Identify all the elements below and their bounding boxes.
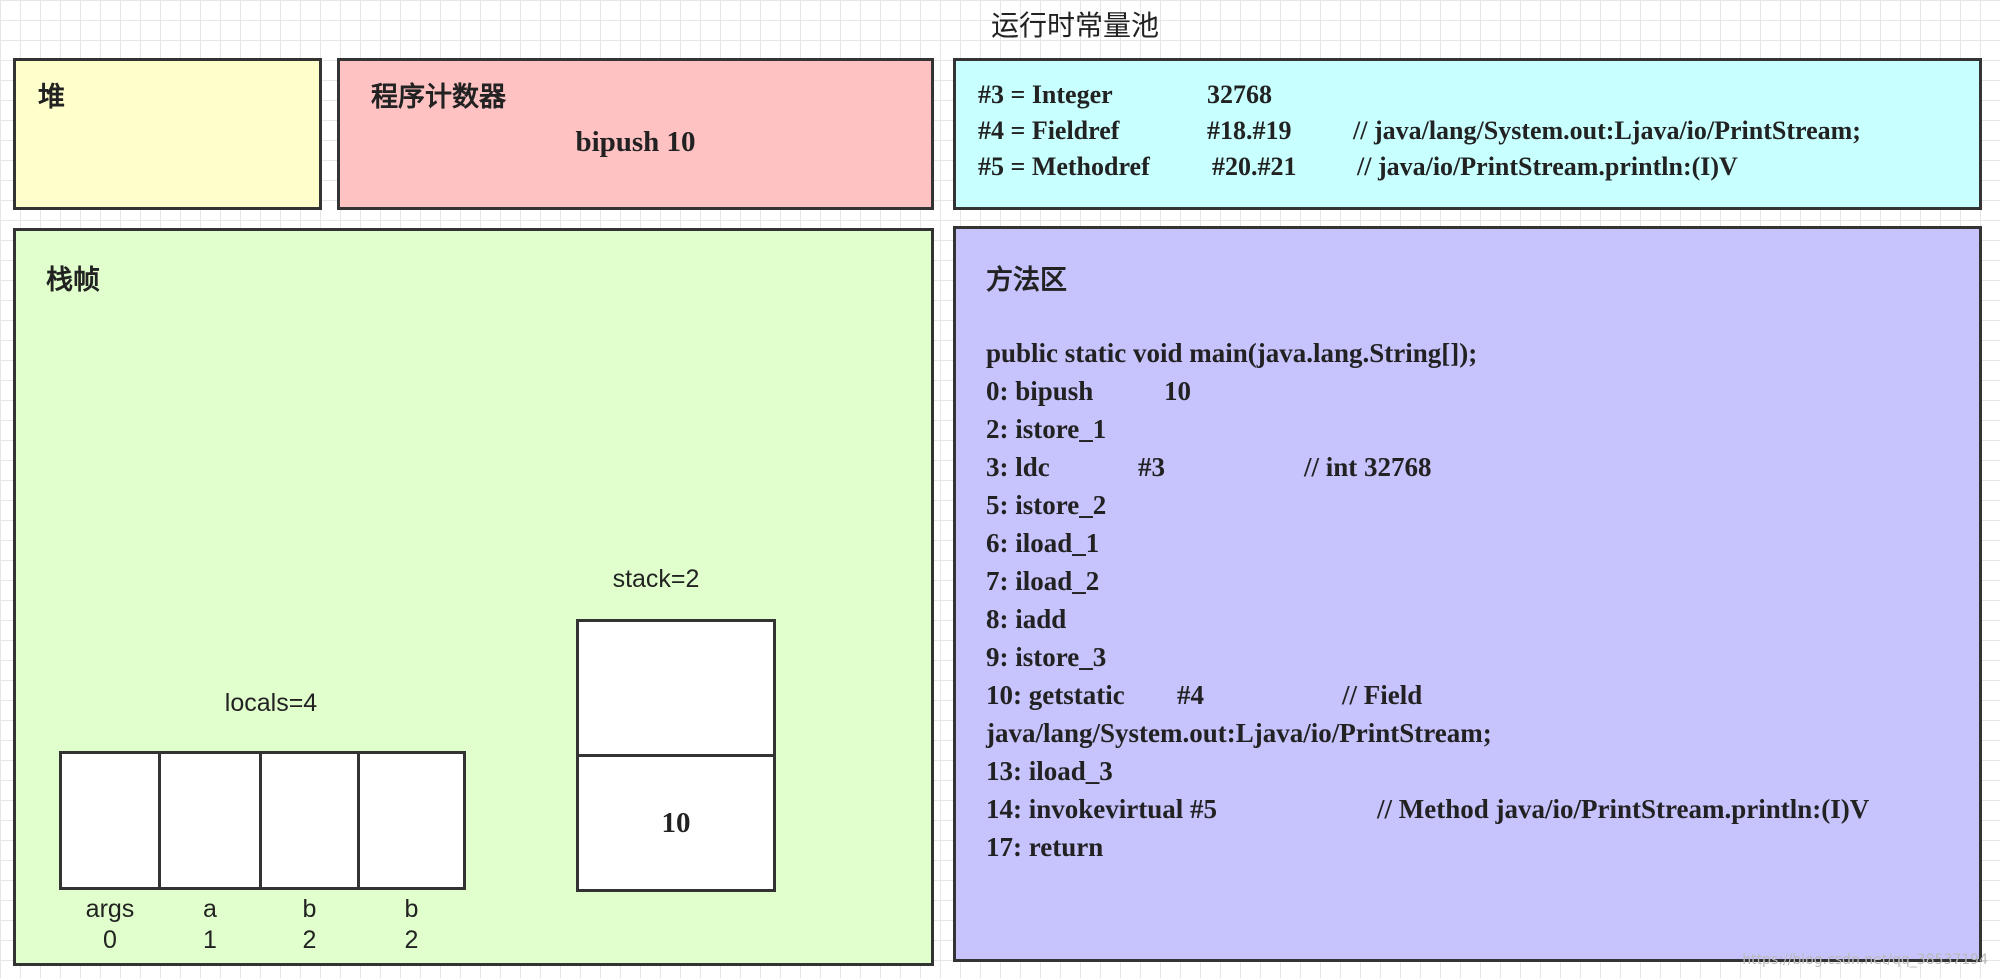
constant-pool-ref: #5 = Methodref xyxy=(978,152,1150,181)
program-counter-label: 程序计数器 xyxy=(371,82,506,113)
watermark: https://blog.csdn.net/qq_38537194 xyxy=(1742,952,1988,968)
runtime-constant-pool-title: 运行时常量池 xyxy=(990,9,1159,42)
constant-pool-comment: // java/lang/System.out:Ljava/io/PrintSt… xyxy=(1353,116,1861,145)
constant-pool-value: 32768 xyxy=(1207,80,1272,109)
locals-label: locals=4 xyxy=(224,689,318,717)
operand-stack-slot: 10 xyxy=(576,754,776,892)
local-name: a xyxy=(203,895,217,923)
operand-stack-slot xyxy=(576,619,776,757)
local-name: b xyxy=(302,895,317,923)
local-index: 2 xyxy=(404,926,419,954)
constant-pool-ref: #3 = Integer xyxy=(978,80,1113,109)
stack-label: stack=2 xyxy=(612,565,700,593)
heap-label: 堆 xyxy=(38,82,65,113)
constant-pool-entry: #5 = Methodref #20.#21 // java/io/PrintS… xyxy=(978,152,1738,302)
local-index: 2 xyxy=(302,926,317,954)
constant-pool-value: #18.#19 xyxy=(1207,116,1292,145)
local-slot xyxy=(357,751,466,890)
constant-pool-comment: // java/io/PrintStream.println:(I)V xyxy=(1357,152,1738,181)
constant-pool-entry: #3 = Integer 32768 xyxy=(978,80,1272,230)
method-area-label: 方法区 xyxy=(986,265,1067,296)
program-counter-panel: 程序计数器 bipush 10 xyxy=(337,58,934,210)
local-slot xyxy=(259,751,360,890)
local-index: 1 xyxy=(203,926,217,954)
local-name: args xyxy=(85,895,135,923)
constant-pool-value: #20.#21 xyxy=(1212,152,1297,181)
local-slot xyxy=(59,751,161,890)
constant-pool-entry: #4 = Fieldref #18.#19 // java/lang/Syste… xyxy=(978,116,1861,266)
local-index: 0 xyxy=(103,926,117,954)
constant-pool-panel: #3 = Integer 32768 #4 = Fieldref #18.#19… xyxy=(953,58,1982,210)
local-name: b xyxy=(404,895,419,923)
local-slot xyxy=(158,751,262,890)
heap-panel: 堆 xyxy=(13,58,322,210)
constant-pool-ref: #4 = Fieldref xyxy=(978,116,1120,145)
current-instruction: bipush 10 xyxy=(575,126,696,158)
method-area-panel: 方法区 public static void main(java.lang.St… xyxy=(953,226,1982,962)
stack-frame-label: 栈帧 xyxy=(46,265,100,296)
stack-frame-panel: 栈帧 locals=4 args a b b 0 1 2 2 stack=2 1… xyxy=(13,228,934,966)
